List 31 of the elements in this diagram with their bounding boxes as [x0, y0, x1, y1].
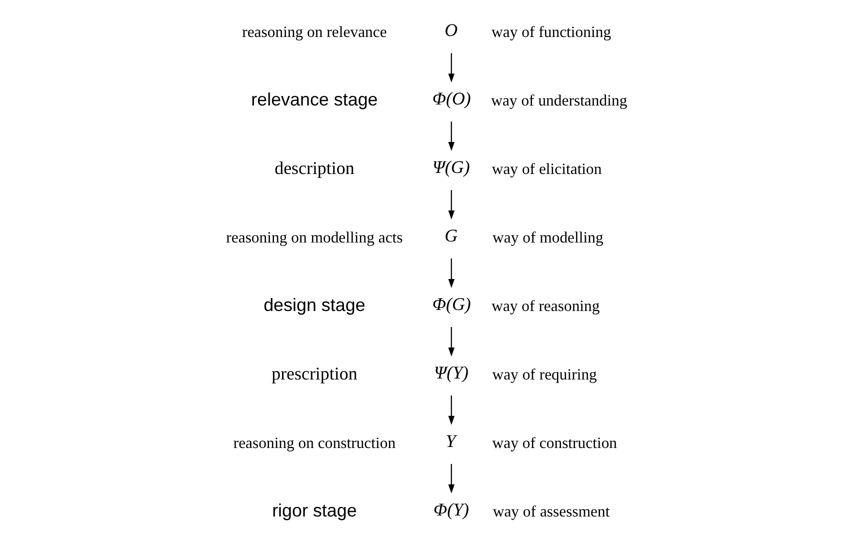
- arrow: [448, 122, 455, 152]
- label: description: [274, 158, 354, 178]
- node-text: Φ(Y): [433, 499, 470, 520]
- arrow: [448, 327, 455, 356]
- node-label: way of elicitation: [492, 160, 602, 178]
- label: prescription: [272, 363, 358, 384]
- label: reasoning on modelling acts: [226, 229, 403, 246]
- node-label: way of functioning: [492, 24, 612, 42]
- label: design stage: [264, 295, 366, 315]
- node-text: Ψ(G): [432, 156, 470, 177]
- node-label: way of modelling: [492, 229, 604, 246]
- node-text: Ψ(Y): [434, 362, 469, 382]
- label: rigor stage: [272, 500, 357, 520]
- arrow: [448, 190, 455, 220]
- arrow: [448, 464, 455, 494]
- node-label: way of construction: [492, 434, 618, 452]
- arrow: [448, 396, 455, 425]
- label: reasoning on relevance: [242, 24, 387, 42]
- arrow: [448, 258, 455, 288]
- label: relevance stage: [251, 90, 378, 110]
- node-label: way of assessment: [492, 503, 610, 520]
- node-text: Φ(O): [432, 88, 471, 108]
- label: reasoning on construction: [233, 434, 396, 452]
- node-text: Y: [446, 430, 456, 451]
- node-text: G: [444, 225, 458, 246]
- node-text: Φ(G): [432, 294, 471, 314]
- node-text: O: [444, 20, 458, 40]
- node-label: way of requiring: [492, 366, 597, 384]
- arrow: [448, 53, 455, 83]
- node-label: way of reasoning: [492, 298, 600, 315]
- node-label: way of understanding: [491, 92, 628, 110]
